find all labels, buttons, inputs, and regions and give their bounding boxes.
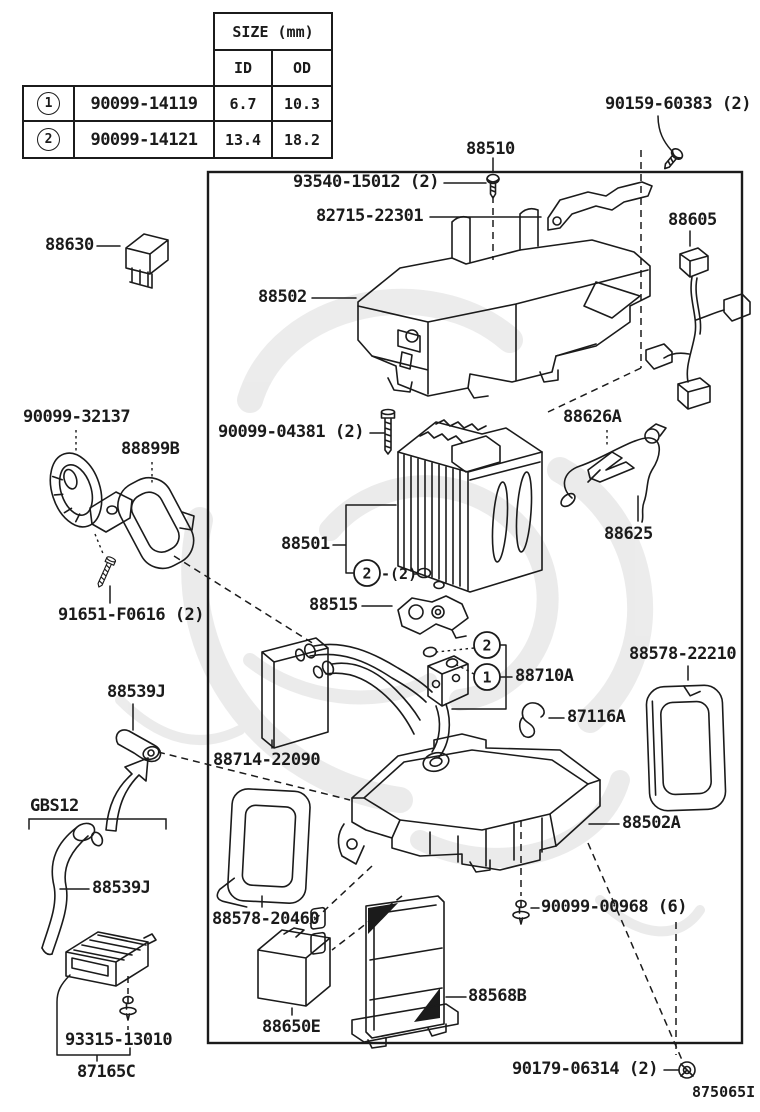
gasket-88578-20460-drawing	[216, 788, 311, 908]
heater-unit-88502-drawing	[357, 207, 651, 399]
part-label-90099-04381: 90099-04381 (2)	[218, 422, 365, 442]
seal-88899B-drawing	[117, 476, 195, 570]
part-label-88515: 88515	[309, 595, 358, 615]
panel-88568B-drawing	[351, 895, 459, 1049]
clip-88626A-drawing	[587, 451, 635, 483]
part-label-90099-32137: 90099-32137	[23, 407, 131, 427]
svg-text:2: 2	[362, 565, 371, 583]
screw-93540-drawing	[486, 173, 500, 199]
screw-90099-00968-drawing	[512, 899, 530, 925]
svg-text:2: 2	[482, 637, 491, 655]
part-label-88568B: 88568B	[468, 986, 527, 1006]
part-label-87116A: 87116A	[567, 707, 626, 727]
bolt-91651-drawing	[94, 555, 117, 590]
part-label-88510: 88510	[466, 139, 515, 159]
size-table-row: 2 90099-14121 13.4 18.2	[22, 120, 333, 159]
callout-2-badge: 2	[37, 128, 60, 151]
hose-88539J-upper-drawing	[115, 729, 162, 763]
nut-90179-drawing	[678, 1061, 696, 1079]
lower-case-88502A-drawing	[337, 733, 601, 873]
part-label-87165C: 87165C	[77, 1062, 136, 1082]
thermistor-88625-drawing	[560, 423, 667, 523]
part-label-88714-22090: 88714-22090	[213, 750, 321, 770]
relay-88630-drawing	[125, 233, 169, 289]
part-label-88501: 88501	[281, 534, 330, 554]
part-label-88630: 88630	[45, 235, 94, 255]
part-label-88625: 88625	[604, 524, 653, 544]
gbs12-bracket	[28, 818, 167, 830]
size-table-od-header: OD	[271, 49, 333, 87]
o-rings-drawing	[416, 567, 459, 668]
size-row-1-od: 10.3	[271, 85, 333, 122]
harness-88605-drawing	[645, 247, 751, 410]
amplifier-87165C-drawing	[65, 931, 157, 987]
part-label-90159-60383: 90159-60383 (2)	[605, 94, 752, 114]
valve-88515-drawing	[397, 595, 469, 639]
part-label-88899B: 88899B	[121, 439, 180, 459]
callout-2-pipes: 2	[473, 631, 501, 659]
ecu-88650E-drawing	[257, 906, 331, 1007]
part-label-90099-00968: 90099-00968 (6)	[541, 897, 688, 917]
size-table-row: 1 90099-14119 6.7 10.3	[22, 85, 333, 122]
size-row-2-id: 13.4	[213, 120, 273, 159]
part-label-88578-20460: 88578-20460	[212, 909, 320, 929]
gasket-88578-22210-drawing	[645, 684, 727, 812]
size-row-1-part: 90099-14119	[73, 85, 215, 122]
screw-90159-drawing	[659, 145, 686, 174]
size-row-2-part: 90099-14121	[73, 120, 215, 159]
direction-arrow	[105, 757, 149, 832]
part-label-88502A: 88502A	[622, 813, 681, 833]
part-label-88605: 88605	[668, 210, 717, 230]
part-label-88578-22210: 88578-22210	[629, 644, 737, 664]
part-label-91651-F0616: 91651-F0616 (2)	[58, 605, 205, 625]
svg-text:1: 1	[482, 669, 491, 687]
part-label-88539J-upper: 88539J	[107, 682, 166, 702]
callout-2-evaporator: 2	[353, 559, 381, 587]
size-row-2-od: 18.2	[271, 120, 333, 159]
bolt-90099-04381-drawing	[380, 408, 396, 455]
bracket-82715-drawing	[547, 181, 653, 231]
size-table-id-header: ID	[213, 49, 273, 87]
part-label-88502: 88502	[258, 287, 307, 307]
part-label-88710A: 88710A	[515, 666, 574, 686]
qty-2-note: -(2)	[381, 565, 417, 583]
part-label-88650E: 88650E	[262, 1017, 321, 1037]
part-label-88539J-lower: 88539J	[92, 878, 151, 898]
part-label-88626A: 88626A	[563, 407, 622, 427]
callout-1-pipes: 1	[473, 663, 501, 691]
size-table-title: SIZE (mm)	[213, 12, 333, 51]
filter-88714-drawing	[261, 637, 329, 749]
screw-93315-drawing	[119, 995, 137, 1021]
grommet-90099-32137-drawing	[49, 452, 103, 528]
size-row-1-id: 6.7	[213, 85, 273, 122]
clip-87116A-drawing	[518, 702, 545, 738]
diagram-border	[206, 170, 744, 1045]
part-label-90179-06314: 90179-06314 (2)	[512, 1059, 659, 1079]
hose-88539J-lower-drawing	[41, 822, 104, 956]
leader-lines	[28, 115, 691, 1071]
pipes-88710A-drawing	[294, 643, 469, 773]
group-label-gbs12: GBS12	[30, 796, 79, 816]
evaporator-88501-drawing	[397, 419, 543, 593]
part-label-82715-22301: 82715-22301	[316, 206, 424, 226]
size-table: SIZE (mm) ID OD 1 90099-14119 6.7 10.3 2…	[22, 12, 333, 159]
part-label-93540-15012: 93540-15012 (2)	[293, 172, 440, 192]
bracket-piece-drawing	[89, 491, 133, 533]
figure-code: 875065I	[692, 1083, 756, 1101]
callout-1-badge: 1	[37, 92, 60, 115]
part-label-93315-13010: 93315-13010	[65, 1030, 173, 1050]
